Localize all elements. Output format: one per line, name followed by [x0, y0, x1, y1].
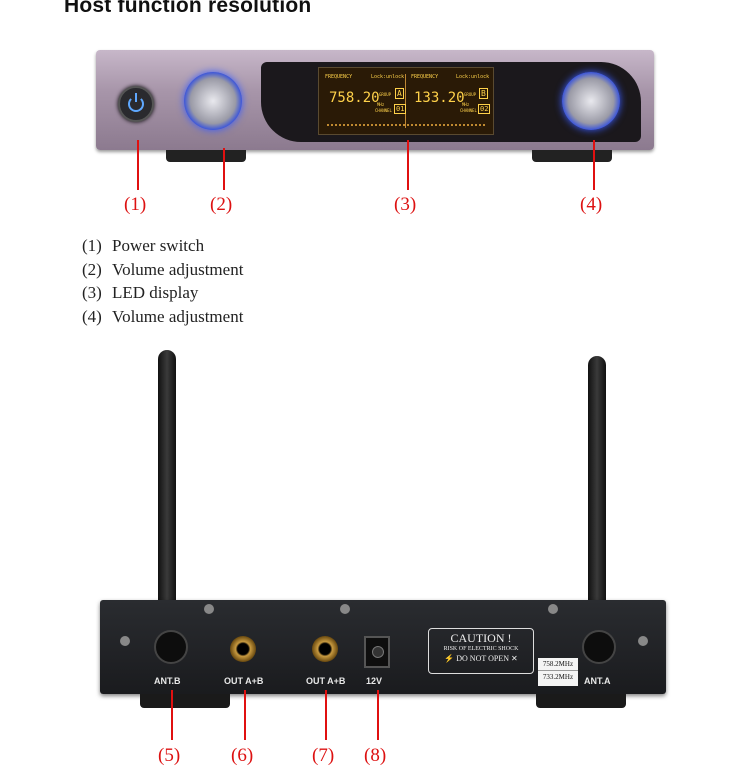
lcd-right-frequency: 133.20	[414, 90, 465, 106]
tools-icon: ✕	[511, 654, 518, 663]
lcd-left-group-value: A	[395, 88, 404, 99]
led-display: FREQUENCY Lock:unlock 758.20 MHz GROUP A…	[318, 67, 494, 135]
volume-knob-left[interactable]	[184, 72, 242, 130]
sticker-freq-1: 758.2MHz	[538, 658, 578, 671]
lcd-bottom-dots	[327, 124, 485, 128]
callout-6: (6)	[231, 745, 254, 766]
legend-text: Volume adjustment	[112, 307, 244, 326]
legend-item-2: (2) Volume adjustment	[82, 260, 243, 280]
legend-num: (1)	[82, 236, 102, 255]
volume-knob-right[interactable]	[562, 72, 620, 130]
callout-line-4	[593, 140, 595, 190]
output-jack-1[interactable]	[230, 636, 256, 662]
lcd-left-frequency-label: FREQUENCY	[325, 74, 353, 80]
lcd-right-group-value: B	[479, 88, 488, 99]
antenna-b	[158, 350, 176, 632]
output-jack-2[interactable]	[312, 636, 338, 662]
back-foot-left	[140, 694, 230, 708]
callout-4: (4)	[580, 194, 603, 215]
legend-text: Volume adjustment	[112, 260, 244, 279]
ant-b-label: ANT.B	[154, 676, 181, 686]
power-label: 12V	[366, 676, 383, 686]
callout-3: (3)	[394, 194, 417, 215]
antenna-a	[588, 356, 606, 632]
callout-line-7	[325, 690, 327, 740]
front-panel: FREQUENCY Lock:unlock 758.20 MHz GROUP A…	[96, 50, 654, 162]
lcd-right-channel-label: CHANNEL	[460, 108, 477, 113]
callout-1: (1)	[124, 194, 147, 215]
front-foot-left	[166, 150, 246, 162]
screw	[204, 604, 214, 614]
sticker-freq-2: 733.2MHz	[542, 673, 574, 681]
lcd-right-frequency-label: FREQUENCY	[411, 74, 439, 80]
lcd-divider	[405, 74, 406, 128]
callout-5: (5)	[158, 745, 181, 766]
back-panel: ANT.B OUT A+B OUT A+B 12V ANT.A CAUTION …	[100, 600, 666, 708]
power-socket[interactable]	[364, 636, 390, 668]
caution-line2: DO NOT OPEN	[456, 654, 509, 663]
caution-label: CAUTION ! RISK OF ELECTRIC SHOCK ⚡ DO NO…	[428, 628, 534, 674]
screw	[638, 636, 648, 646]
back-foot-right	[536, 694, 626, 708]
callout-line-3	[407, 140, 409, 190]
callout-8: (8)	[364, 745, 387, 766]
page-title: Host function resolution	[64, 0, 312, 17]
screw	[340, 604, 350, 614]
callout-7: (7)	[312, 745, 335, 766]
ant-a-connector[interactable]	[582, 630, 616, 664]
callout-line-2	[223, 148, 225, 190]
legend-item-1: (1) Power switch	[82, 236, 204, 256]
screw	[548, 604, 558, 614]
lcd-left-group-label: GROUP	[379, 92, 392, 97]
caution-line2-row: ⚡ DO NOT OPEN ✕	[429, 654, 533, 663]
lcd-right-group-label: GROUP	[464, 92, 477, 97]
ant-a-label: ANT.A	[584, 676, 611, 686]
legend-text: LED display	[112, 283, 199, 302]
power-socket-pin	[372, 646, 384, 658]
caution-title: CAUTION !	[450, 631, 512, 645]
lcd-left-unit: MHz	[377, 102, 385, 107]
front-foot-right	[532, 150, 612, 162]
out1-label: OUT A+B	[224, 676, 264, 686]
frequency-sticker: 758.2MHz 733.2MHz	[538, 658, 578, 686]
out2-label: OUT A+B	[306, 676, 346, 686]
legend-num: (4)	[82, 307, 102, 326]
power-icon-line	[135, 93, 137, 102]
lcd-right-lock-label: Lock:unlock	[456, 74, 490, 80]
lcd-right-channel-value: 02	[478, 104, 491, 114]
callout-2: (2)	[210, 194, 233, 215]
legend-num: (2)	[82, 260, 102, 279]
lcd-right-unit: MHz	[462, 102, 470, 107]
ant-b-connector[interactable]	[154, 630, 188, 664]
legend-item-3: (3) LED display	[82, 283, 198, 303]
legend-num: (3)	[82, 283, 102, 302]
legend-text: Power switch	[112, 236, 205, 255]
lcd-left-frequency: 758.20	[329, 90, 380, 106]
power-button[interactable]	[118, 86, 154, 122]
caution-line1: RISK OF ELECTRIC SHOCK	[443, 646, 519, 652]
callout-line-1	[137, 140, 139, 190]
legend-item-4: (4) Volume adjustment	[82, 307, 243, 327]
lcd-left-channel-value: 01	[394, 104, 407, 114]
lcd-left-channel-label: CHANNEL	[375, 108, 392, 113]
lcd-left-lock-label: Lock:unlock	[371, 74, 405, 80]
screw	[120, 636, 130, 646]
power-icon	[128, 96, 144, 112]
bolt-icon: ⚡	[444, 654, 455, 663]
callout-line-6	[244, 690, 246, 740]
callout-line-8	[377, 690, 379, 740]
callout-line-5	[171, 690, 173, 740]
